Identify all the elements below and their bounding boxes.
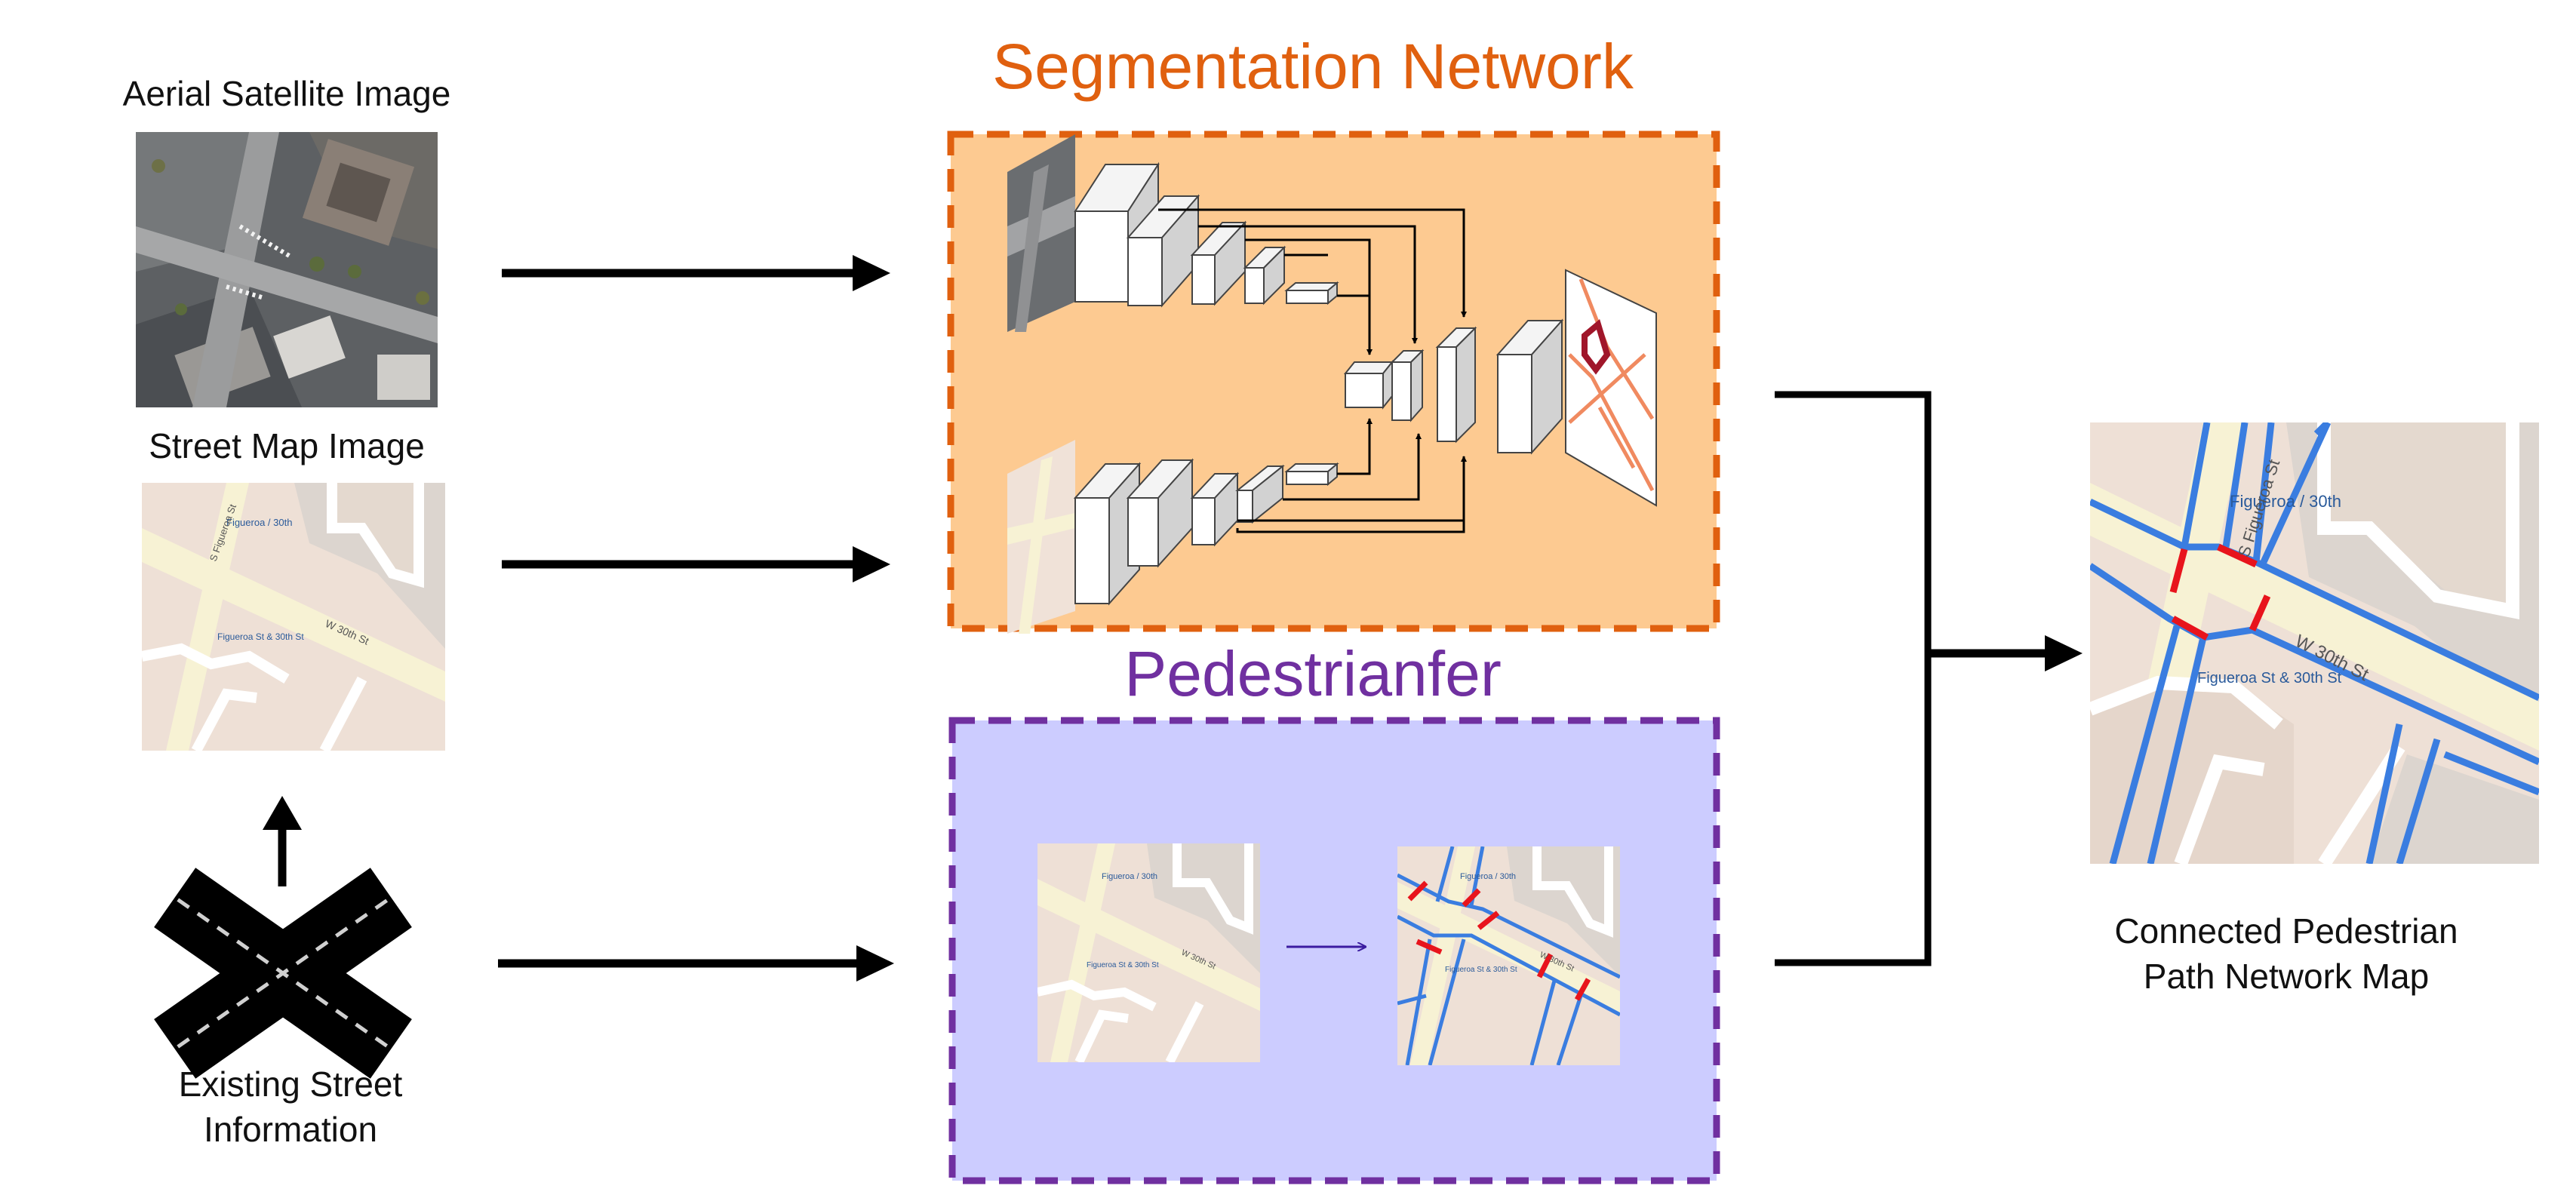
ped-output-text-figueroa-st-30th: Figueroa St & 30th St — [1445, 966, 1517, 974]
aerial-image-label: Aerial Satellite Image — [122, 74, 451, 113]
pedestrianfer-title: Pedestrianfer — [1124, 638, 1502, 709]
arrow-aerial-to-seg-head — [853, 255, 890, 291]
merge-bracket — [1775, 391, 1932, 966]
intersection-icon — [154, 868, 412, 1079]
arrow-street-to-seg-head — [853, 546, 890, 582]
skip-connections — [1158, 208, 1467, 533]
segmentation-title: Segmentation Network — [992, 31, 1634, 102]
output-map-text-figueroa-30th: Figueroa / 30th — [2230, 492, 2341, 511]
street-map-image: Figueroa / 30th S Figueroa St W 30th St … — [142, 483, 445, 751]
street-map-text-figueroa-30th: Figueroa / 30th — [226, 517, 292, 528]
output-label-line1: Connected Pedestrian — [2114, 911, 2458, 951]
pedestrianfer-input-map: Figueroa / 30th W 30th St Figueroa St & … — [1037, 843, 1260, 1062]
ped-input-text-figueroa-st-30th: Figueroa St & 30th St — [1087, 961, 1159, 969]
arrow-info-to-ped-head — [856, 945, 894, 981]
output-label-line2: Path Network Map — [2143, 956, 2430, 996]
seg-output-thumb — [1565, 269, 1657, 507]
existing-street-label: Existing Street Information — [91, 1062, 490, 1153]
decoder — [1343, 318, 1564, 455]
pedestrianfer-output-map: Figueroa / 30th W 30th St Figueroa St & … — [1397, 846, 1620, 1065]
output-label: Connected Pedestrian Path Network Map — [2052, 909, 2520, 1000]
aerial-satellite-image — [136, 132, 438, 407]
encoder-top — [1074, 161, 1339, 308]
arrow-to-output-head — [2045, 635, 2083, 671]
street-map-text-figueroa-st-30th: Figueroa St & 30th St — [217, 631, 304, 642]
existing-street-label-line2: Information — [203, 1109, 378, 1149]
output-connected-map: Figueroa / 30th S Figueroa St W 30th St … — [2090, 422, 2539, 864]
output-map-text-figueroa-st-30th: Figueroa St & 30th St — [2197, 670, 2342, 687]
encoder-bottom — [1073, 458, 1339, 606]
arrow-street-info-up-head — [263, 796, 302, 830]
street-map-label: Street Map Image — [149, 426, 425, 465]
ped-input-text-figueroa-30th: Figueroa / 30th — [1102, 872, 1157, 881]
ped-output-text-figueroa-30th: Figueroa / 30th — [1460, 872, 1516, 881]
